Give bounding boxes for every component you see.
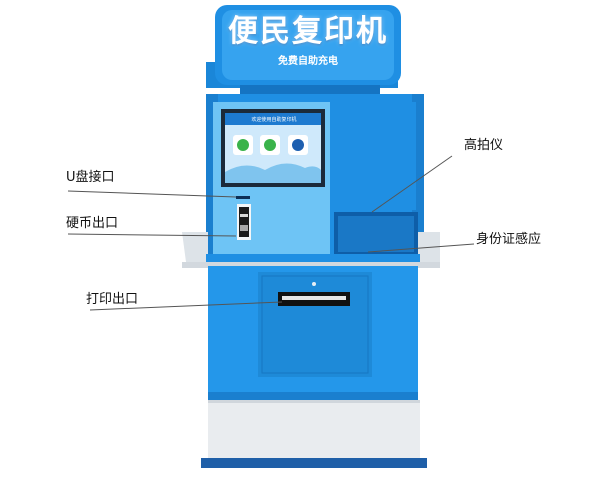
sign-subtitle: 免费自助充电 xyxy=(278,56,338,67)
kiosk-lower-cabinet xyxy=(208,266,418,400)
callout-document-camera: 高拍仪 xyxy=(464,138,504,153)
callout-usb-port: U盘接口 xyxy=(66,170,115,185)
screen-title: 欢迎使用自助复印机 xyxy=(251,117,297,123)
usb-port xyxy=(236,196,250,199)
callout-id-card-reader: 身份证感应 xyxy=(476,232,542,247)
kiosk-base xyxy=(201,400,427,468)
touch-screen xyxy=(221,109,325,187)
callout-lines xyxy=(67,155,475,311)
counter-ledge xyxy=(182,232,440,268)
callout-print-output: 打印出口 xyxy=(86,292,139,307)
top-sign xyxy=(206,5,401,95)
coin-slot xyxy=(237,204,251,240)
callout-coin-return: 硬币出口 xyxy=(66,216,119,231)
document-camera-window xyxy=(334,212,418,254)
sign-title: 便民复印机 xyxy=(228,14,388,49)
